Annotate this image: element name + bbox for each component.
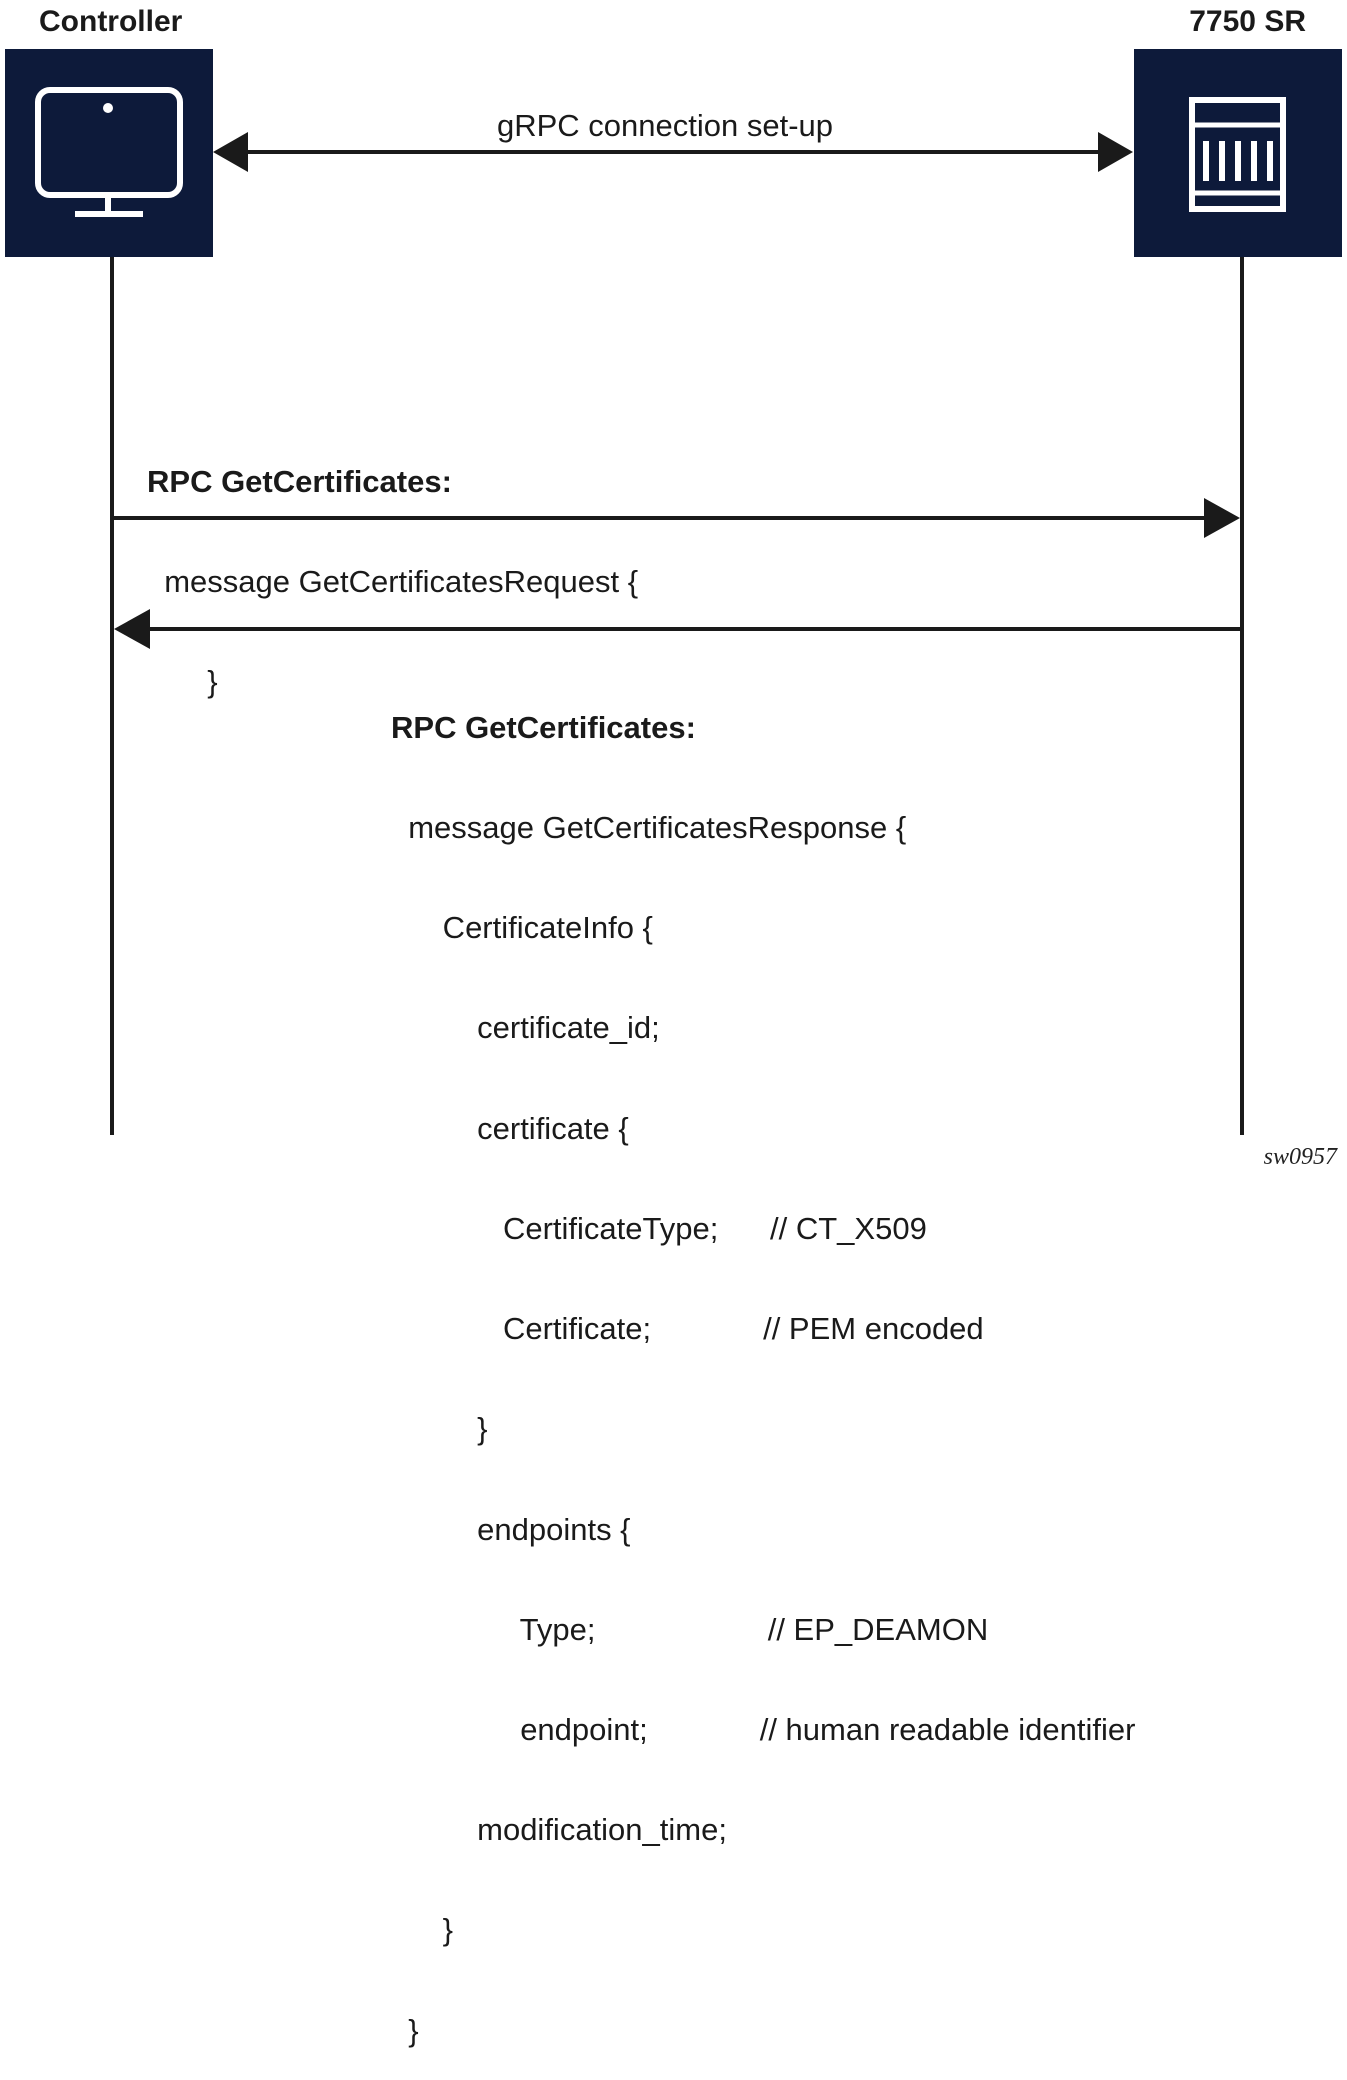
request-line: } — [147, 664, 218, 700]
router-box — [1134, 49, 1342, 257]
response-line: CertificateInfo { — [391, 910, 653, 946]
setup-arrowhead-right — [1098, 132, 1133, 172]
response-line: certificate { — [391, 1110, 629, 1146]
request-line: message GetCertificatesRequest { — [147, 564, 639, 600]
monitor-icon — [35, 87, 183, 217]
response-line: modification_time; — [391, 1812, 727, 1848]
response-line: Certificate; // PEM encoded — [391, 1311, 984, 1347]
setup-arrow — [213, 132, 1133, 172]
setup-label: gRPC connection set-up — [497, 108, 834, 143]
response-line: CertificateType; // CT_X509 — [391, 1210, 927, 1246]
sequence-diagram-lines — [110, 132, 1244, 1135]
router-chassis-icon — [1189, 97, 1286, 212]
response-line: endpoints { — [391, 1511, 631, 1547]
response-line: endpoint; // human readable identifier — [391, 1712, 1136, 1747]
response-line: } — [391, 2012, 419, 2048]
figure-id: sw0957 — [1263, 1144, 1337, 1170]
request-arrow — [114, 498, 1240, 538]
request-header: RPC GetCertificates: — [147, 463, 452, 499]
controller-box — [5, 49, 213, 257]
response-header: RPC GetCertificates: — [391, 709, 696, 745]
response-line: message GetCertificatesResponse { — [391, 810, 907, 846]
request-arrowhead — [1204, 498, 1240, 538]
response-message: RPC GetCertificates: message GetCertific… — [391, 644, 1135, 2080]
response-line: } — [391, 1912, 454, 1948]
response-line: } — [391, 1411, 488, 1447]
response-arrow — [114, 609, 1240, 649]
router-title: 7750 SR — [1189, 5, 1306, 38]
controller-title: Controller — [39, 5, 183, 38]
response-arrowhead — [114, 609, 150, 649]
response-line: Type; // EP_DEAMON — [391, 1611, 989, 1647]
setup-arrowhead-left — [213, 132, 248, 172]
response-line: certificate_id; — [391, 1010, 660, 1046]
request-message: RPC GetCertificates: message GetCertific… — [147, 398, 638, 732]
